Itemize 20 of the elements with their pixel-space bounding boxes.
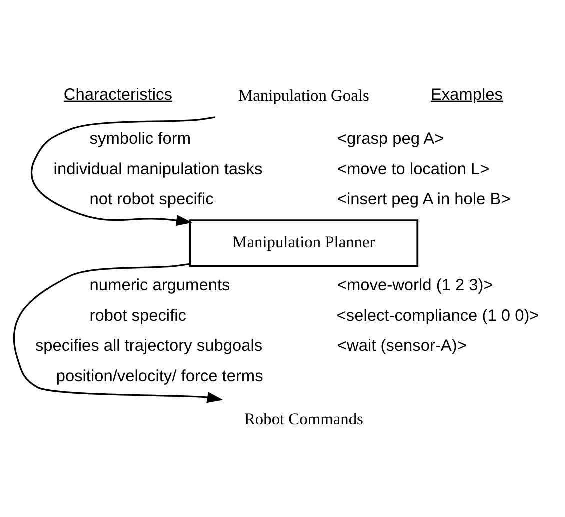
label: individual manipulation tasks <box>54 160 263 178</box>
label: <grasp peg A> <box>337 130 444 148</box>
label: <move to location L> <box>337 160 490 178</box>
label: specifies all trajectory subgoals <box>35 337 263 356</box>
label: not robot specific <box>90 190 214 209</box>
label: robot specific <box>90 306 186 325</box>
arrow <box>13 263 224 404</box>
label: Examples <box>430 86 503 104</box>
label: <select-compliance (1 0 0)> <box>336 306 540 325</box>
node-text: Robot Commands <box>244 410 364 428</box>
node-box: Manipulation Planner <box>189 220 419 268</box>
label: <move-world (1 2 3)> <box>337 276 494 295</box>
label: position/velocity/ force terms <box>56 368 264 386</box>
node-text: Manipulation Goals <box>238 86 370 106</box>
label: <insert peg A in hole B> <box>337 190 511 209</box>
label: <wait (sensor-A)> <box>337 337 467 356</box>
label: Characteristics <box>64 86 172 104</box>
label: numeric arguments <box>90 276 230 295</box>
arrow <box>31 116 216 226</box>
label: symbolic form <box>90 130 192 148</box>
